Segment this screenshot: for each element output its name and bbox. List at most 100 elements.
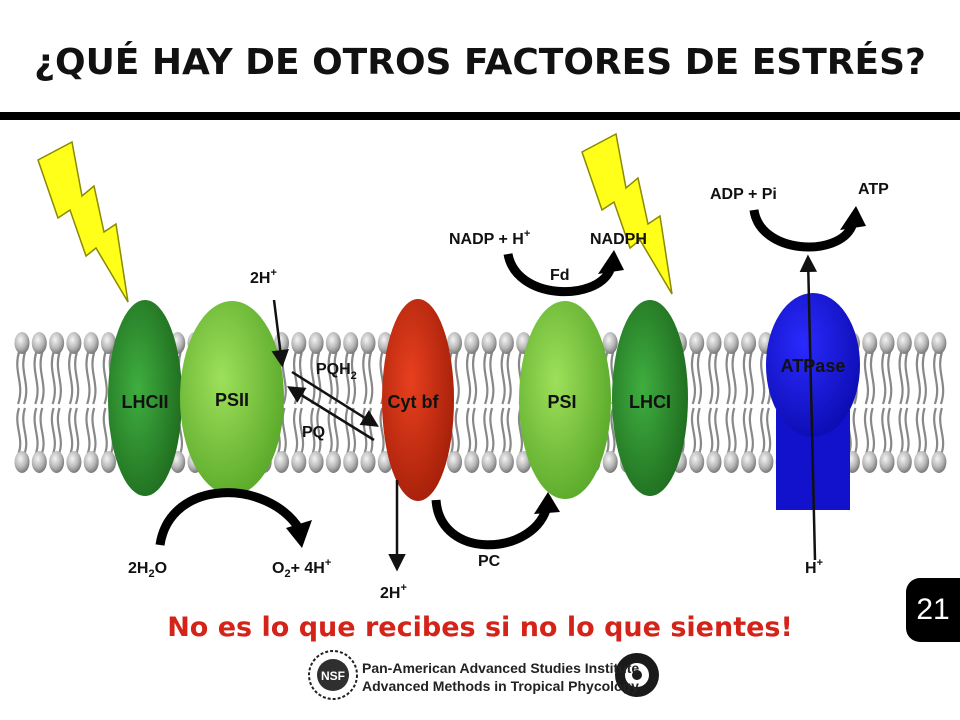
lipid-tail <box>863 351 870 405</box>
lipid-tail <box>731 407 737 456</box>
lipid-tail <box>760 351 766 405</box>
lipid-tail <box>921 351 927 405</box>
lipid-tail <box>939 407 945 456</box>
lipid-head <box>14 451 30 473</box>
lipid-head <box>689 332 705 354</box>
psi-label: PSI <box>547 392 576 412</box>
institute-program: Advanced Methods in Tropical Phycology <box>362 678 639 694</box>
lipid-tail <box>690 351 697 405</box>
pqh2-label: PQH2 <box>316 361 357 382</box>
atpase-proton-label: H+ <box>805 557 823 577</box>
lipid-head <box>343 332 359 354</box>
lipid-head <box>360 451 376 473</box>
atpase-label: ATPase <box>781 356 846 376</box>
lipid-tail <box>344 351 351 405</box>
lipid-head <box>447 332 462 354</box>
lipid-head <box>360 332 376 354</box>
lipid-head <box>914 451 930 473</box>
water-splitting-arrowhead <box>286 520 312 548</box>
lipid-tail <box>714 407 720 456</box>
atp-label: ATP <box>858 181 889 198</box>
lipid-tail <box>933 351 939 405</box>
lipid-tail <box>327 351 333 405</box>
lipid-tail <box>316 351 322 405</box>
lipid-tail <box>915 351 921 405</box>
lipid-tail <box>310 351 316 405</box>
cytbf-label: Cyt bf <box>388 392 440 412</box>
psii-label: PSII <box>215 390 249 410</box>
lhcii-complex <box>108 300 182 496</box>
title-rule <box>0 112 960 120</box>
lipid-head <box>498 451 514 473</box>
lipid-head <box>723 451 739 473</box>
lipid-head <box>862 332 878 354</box>
lipid-tail <box>102 351 108 405</box>
lipid-tail <box>939 351 945 405</box>
lipid-tail <box>465 407 472 456</box>
lhci-label: LHCI <box>629 392 671 412</box>
lipid-tail <box>281 407 287 456</box>
lipid-head <box>31 451 47 473</box>
footer-message: No es lo que recibes si no lo que siente… <box>167 612 793 643</box>
lipid-head <box>741 332 757 354</box>
lipid-tail <box>74 407 80 456</box>
institute-name: Pan-American Advanced Studies Institute <box>362 660 640 676</box>
lipid-head <box>741 451 757 473</box>
lipid-tail <box>350 351 357 405</box>
lipid-head <box>31 332 47 354</box>
lipid-tail <box>610 407 616 456</box>
lipid-tail <box>904 407 910 456</box>
lipid-tail <box>102 407 108 456</box>
lipid-tail <box>714 351 720 405</box>
lipid-tail <box>742 351 748 405</box>
fd-arrow <box>503 252 615 297</box>
lipid-tail <box>465 351 472 405</box>
lipid-head <box>481 332 497 354</box>
lipid-tail <box>344 407 351 456</box>
lipid-head <box>101 451 116 473</box>
lipid-tail <box>489 351 495 405</box>
lipid-head <box>66 332 82 354</box>
lipid-tail <box>881 407 887 456</box>
nadp-label: NADP + H+ <box>449 228 530 248</box>
lipid-head <box>914 332 930 354</box>
lipid-tail <box>56 407 62 456</box>
lipid-tail <box>500 351 506 405</box>
lipid-tail <box>933 407 939 456</box>
lipid-tail <box>362 351 368 405</box>
lightning-bolt-left-icon <box>37 140 129 303</box>
lipid-head <box>481 451 497 473</box>
pc-arrow <box>431 499 551 550</box>
lipid-tail <box>725 407 731 456</box>
nadph-label: NADPH <box>590 231 647 248</box>
lipid-tail <box>85 407 91 456</box>
lipid-head <box>758 451 774 473</box>
lipid-head <box>602 451 618 473</box>
lipid-tail <box>915 407 921 456</box>
lipid-tail <box>887 351 893 405</box>
lipid-tail <box>379 407 385 456</box>
lipid-head <box>291 332 307 354</box>
lipid-tail <box>39 351 45 405</box>
lipid-tail <box>766 407 772 456</box>
lipid-tail <box>921 407 927 456</box>
lipid-tail <box>696 351 703 405</box>
lipid-tail <box>91 407 97 456</box>
lipid-tail <box>708 407 714 456</box>
lipid-tail <box>742 407 748 456</box>
lipid-head <box>602 332 618 354</box>
lipid-tail <box>748 407 754 456</box>
lipid-tail <box>483 351 489 405</box>
atp-synthesis-arrowhead <box>840 206 866 230</box>
lipid-tail <box>350 407 357 456</box>
lipid-head <box>689 451 705 473</box>
cytbf-complex <box>382 299 454 501</box>
lipid-tail <box>292 407 299 456</box>
lipid-head <box>343 451 359 473</box>
atpase-proton-arrow <box>799 254 818 561</box>
lipid-tail <box>22 407 28 456</box>
lipid-tail <box>362 407 368 456</box>
proton-bottom-label: 2H+ <box>380 582 407 602</box>
lipid-tail <box>748 351 754 405</box>
